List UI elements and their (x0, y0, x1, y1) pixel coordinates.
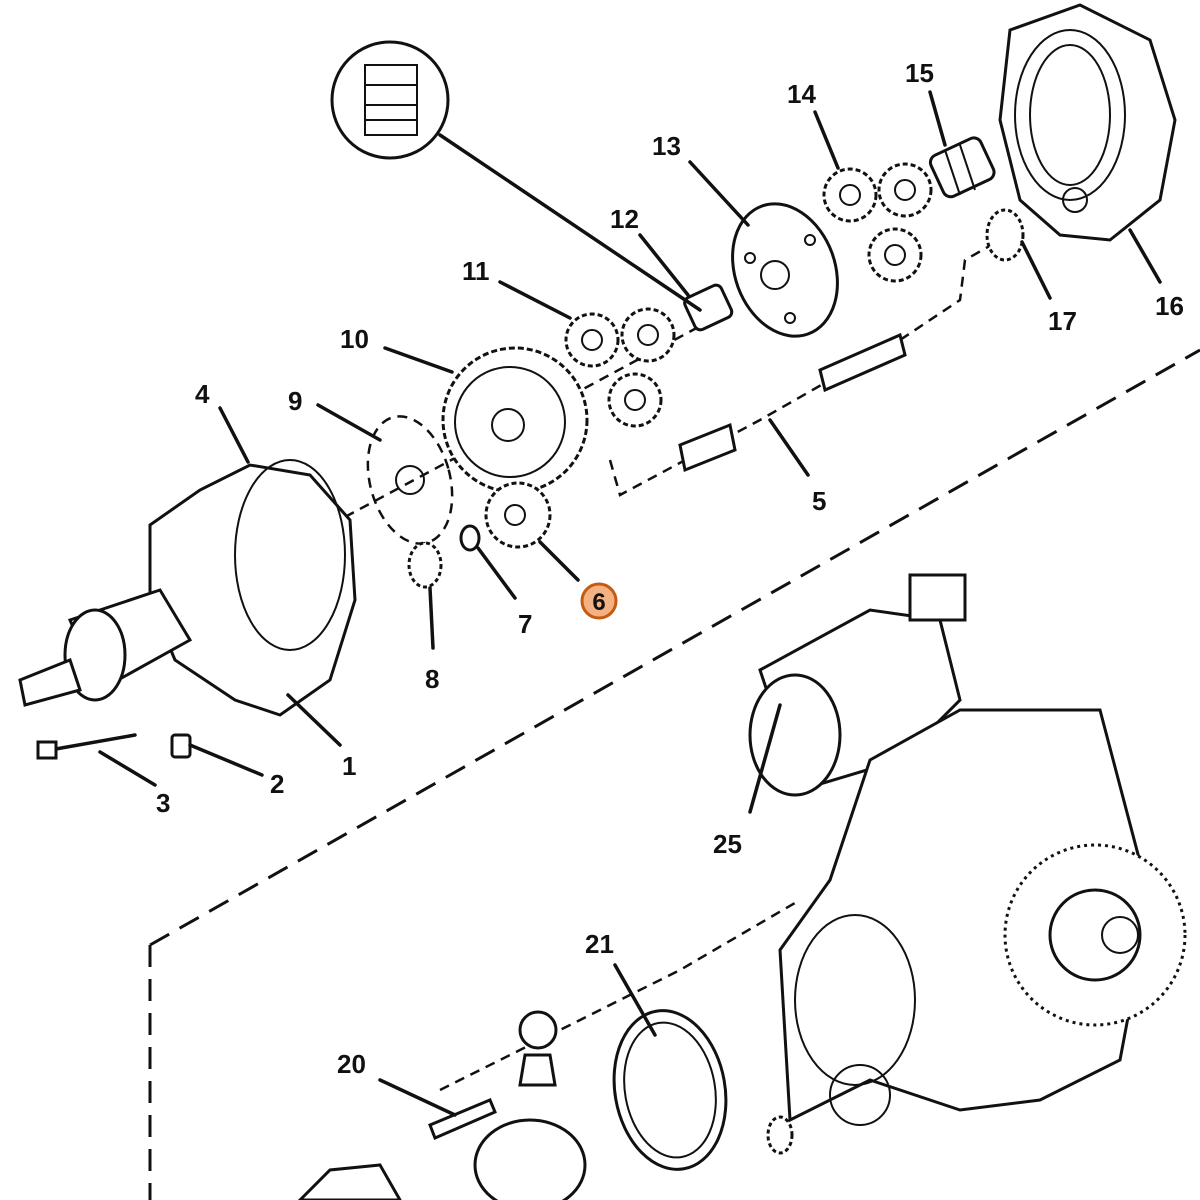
callout-14: 14 (787, 79, 816, 109)
part-13-carrier-plate (731, 202, 839, 338)
callout-15: 15 (905, 58, 934, 88)
callout-21: 21 (585, 929, 614, 959)
callout-6: 6 (592, 589, 605, 616)
part-15-pinion-gear (928, 136, 996, 199)
part-9-gasket (366, 415, 454, 545)
callout-5: 5 (812, 486, 826, 516)
part-5-shaft (678, 332, 907, 473)
callout-1: 1 (342, 751, 356, 781)
part-14-planet-gears (822, 162, 933, 283)
callout-8: 8 (425, 664, 439, 694)
part-4-gearbox-housing (18, 459, 357, 717)
part-16-housing (998, 3, 1177, 242)
callout-13: 13 (652, 131, 681, 161)
part-6-gear (484, 481, 552, 549)
callout-2: 2 (270, 769, 284, 799)
part-7-snap-ring (459, 524, 481, 552)
callout-12: 12 (610, 204, 639, 234)
part-2-fitting (170, 733, 192, 759)
callout-20: 20 (337, 1049, 366, 1079)
callout-17: 17 (1048, 306, 1077, 336)
leader-lines (98, 40, 1162, 1117)
callout-4: 4 (195, 379, 210, 409)
callout-6-highlight (580, 582, 618, 620)
part-11-planet-gears (564, 307, 676, 428)
callout-25: 25 (713, 829, 742, 859)
callout-7: 7 (518, 609, 532, 639)
callout-3: 3 (156, 788, 170, 818)
part-12-sun-gear (683, 283, 734, 332)
callout-16: 16 (1155, 291, 1184, 321)
part-10-large-gear (441, 346, 589, 494)
part-3-bolt (36, 733, 137, 760)
part-17-washer (985, 208, 1025, 262)
callout-11: 11 (462, 256, 490, 286)
part-8-bearing (407, 541, 443, 589)
detail-inset-circle (330, 40, 450, 160)
transaxle-body (778, 708, 1187, 1126)
callout-10: 10 (340, 324, 369, 354)
part-21-ring-seal (612, 1009, 728, 1171)
callout-labels: 1 2 3 4 5 7 8 9 10 11 12 13 14 15 16 17 … (156, 58, 1184, 1079)
part-20-pin (297, 1010, 794, 1200)
callout-9: 9 (288, 386, 302, 416)
